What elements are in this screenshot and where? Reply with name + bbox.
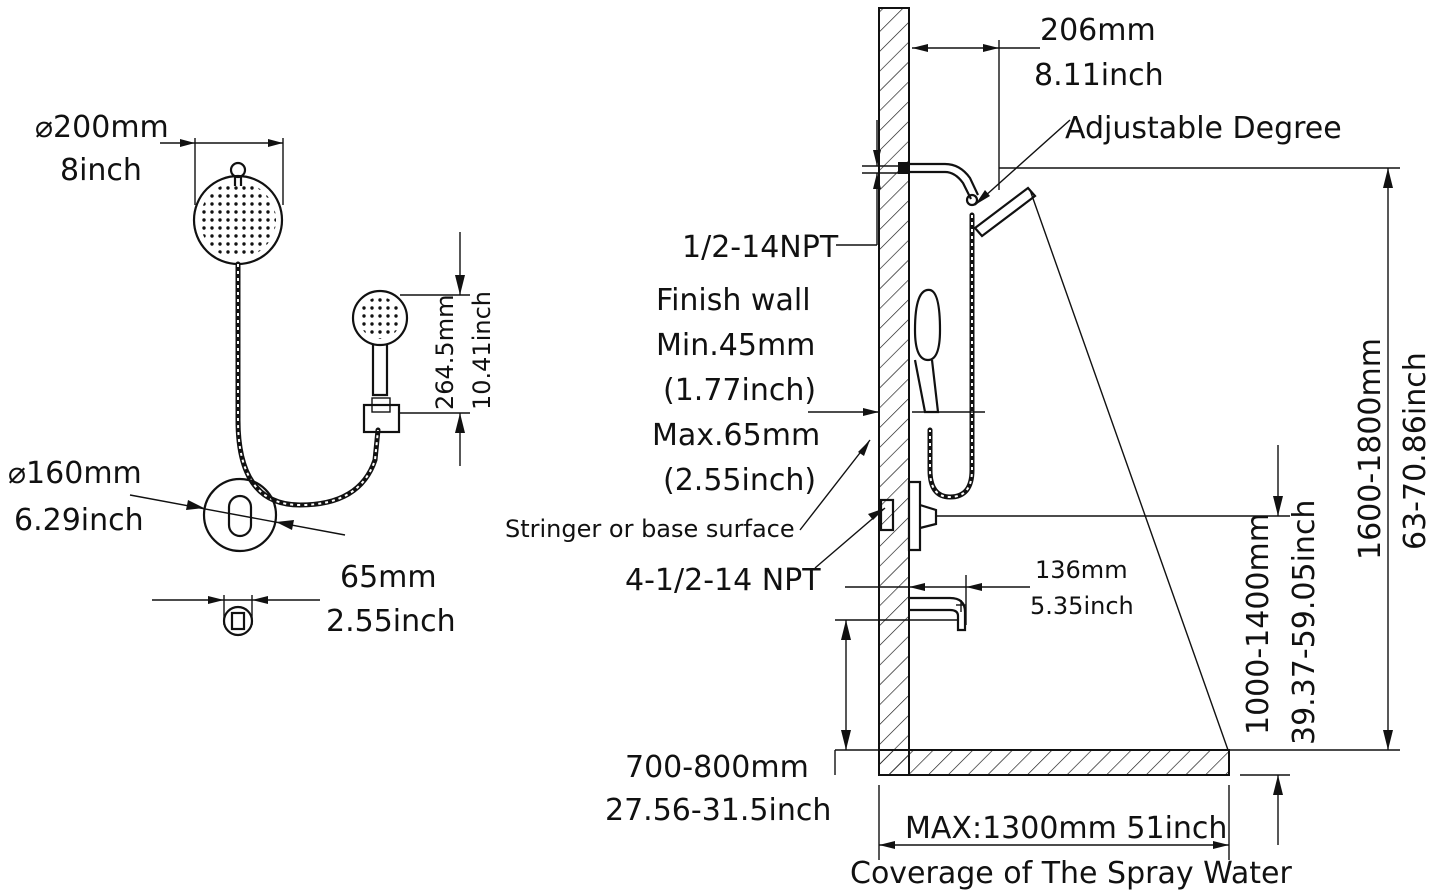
head-height-inch: 63-70.86inch: [1398, 352, 1433, 550]
valve-plate-diameter-inch: 6.29inch: [14, 503, 144, 538]
valve-depth-mm: 65mm: [340, 560, 437, 595]
shower-arm-icon: [898, 162, 1037, 238]
adjustable-degree-label: Adjustable Degree: [1065, 111, 1342, 146]
floor-base: [878, 749, 1230, 776]
tub-spout-icon: [909, 596, 967, 632]
side-handheld-icon: [912, 288, 985, 414]
valve-thread-label: 4-1/2-14 NPT: [625, 563, 821, 598]
finish-wall-min-inch: (1.77inch): [663, 373, 816, 408]
valve-trim-plate-icon: [202, 477, 278, 553]
spout-height-inch: 27.56-31.5inch: [605, 793, 831, 828]
spout-length-mm: 136mm: [1035, 556, 1128, 584]
front-view: ⌀200mm 8inch 264.5mm 10.41inch: [8, 110, 496, 639]
finish-wall: [878, 7, 910, 776]
spout-length-inch: 5.35inch: [1030, 592, 1134, 620]
shower-hose: [235, 261, 381, 508]
rain-head-diameter-inch: 8inch: [60, 153, 142, 188]
finish-wall-min-mm: Min.45mm: [656, 328, 815, 363]
valve-plate-diameter-mm: ⌀160mm: [8, 456, 142, 491]
rain-head-diameter-mm: ⌀200mm: [35, 110, 169, 145]
side-valve-icon: [879, 480, 1290, 552]
finish-wall-max-mm: Max.65mm: [652, 418, 820, 453]
handheld-height-mm: 264.5mm: [431, 295, 459, 410]
finish-wall-title: Finish wall: [656, 283, 811, 318]
handheld-height-inch: 10.41inch: [468, 291, 496, 410]
coverage-max-label: MAX:1300mm 51inch: [905, 811, 1227, 846]
finish-wall-max-inch: (2.55inch): [663, 463, 816, 498]
stringer-label: Stringer or base surface: [505, 515, 795, 543]
head-height-mm: 1600-1800mm: [1353, 338, 1388, 560]
rain-shower-head-icon: [192, 161, 284, 266]
spout-height-mm: 700-800mm: [625, 750, 809, 785]
arm-length-mm: 206mm: [1040, 13, 1156, 48]
handheld-shower-icon: [351, 289, 409, 434]
valve-height-inch: 39.37-59.05inch: [1287, 500, 1322, 745]
valve-depth-inch: 2.55inch: [326, 604, 456, 639]
valve-side-icon: [222, 605, 254, 637]
side-view: 206mm 8.11inch Adjustable Degree 1/2-14N…: [505, 7, 1433, 890]
inlet-thread-label: 1/2-14NPT: [682, 230, 839, 265]
coverage-label: Coverage of The Spray Water: [850, 856, 1292, 890]
arm-length-inch: 8.11inch: [1034, 58, 1164, 93]
valve-height-mm: 1000-1400mm: [1241, 513, 1276, 735]
